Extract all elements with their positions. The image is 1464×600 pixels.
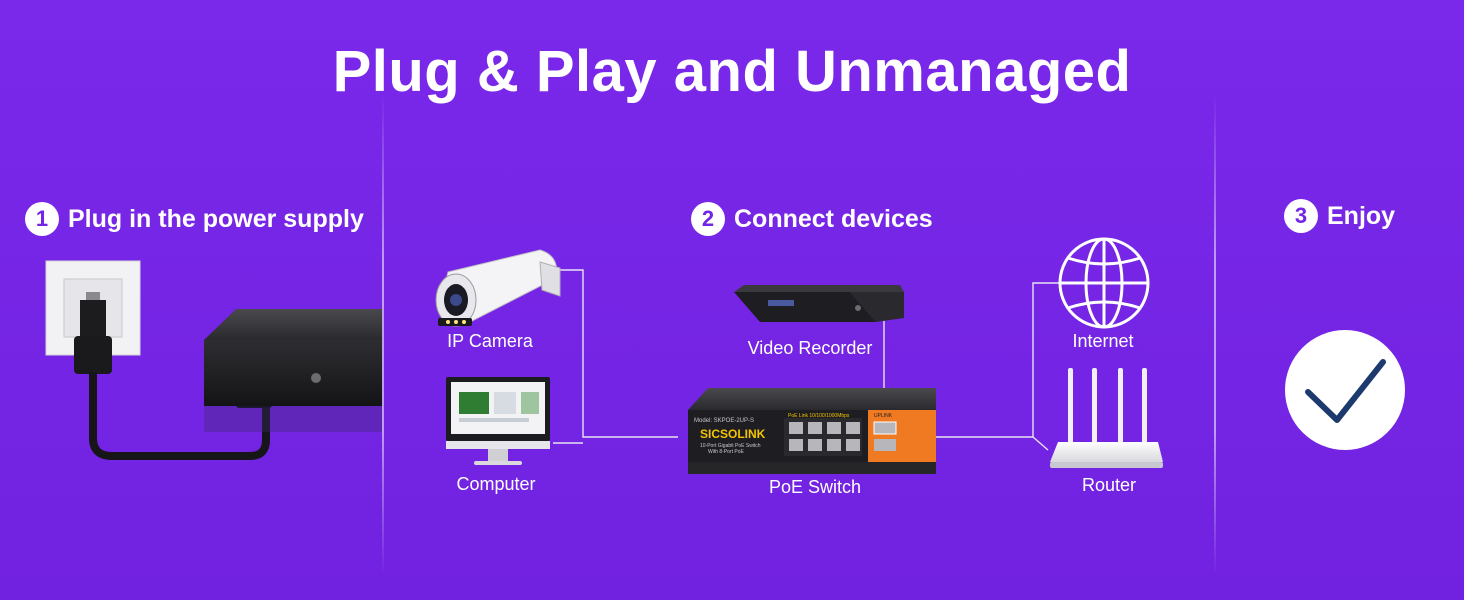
step-1-label: Plug in the power supply bbox=[68, 204, 364, 233]
router-icon bbox=[1050, 368, 1163, 468]
globe-icon bbox=[1058, 237, 1150, 329]
switch-model-text: Model: SKPOE-2UP-S bbox=[694, 418, 754, 424]
step-2-label: Connect devices bbox=[734, 204, 933, 233]
switch-brand-text: SICSOLINK bbox=[700, 427, 766, 441]
internet-label: Internet bbox=[1072, 331, 1134, 351]
checkmark-icon bbox=[1285, 330, 1405, 450]
step-3-number-badge: 3 bbox=[1284, 199, 1318, 233]
router-label: Router bbox=[1081, 475, 1137, 495]
step-1-number-badge: 1 bbox=[25, 202, 59, 236]
step-3-heading: 3 Enjoy bbox=[1284, 199, 1395, 233]
switch-uplink-label: UPLINK bbox=[874, 413, 893, 419]
step-1-heading: 1 Plug in the power supply bbox=[25, 202, 364, 236]
step-2-number-badge: 2 bbox=[691, 202, 725, 236]
switch-side-view-icon bbox=[204, 309, 382, 432]
poe-switch-icon: Model: SKPOE-2UP-S SICSOLINK 10-Port Gig… bbox=[688, 388, 936, 474]
switch-desc-line-1: 10-Port Gigabit PoE Switch bbox=[700, 443, 761, 449]
video-recorder-label: Video Recorder bbox=[747, 338, 873, 358]
section-divider-right bbox=[1214, 95, 1216, 575]
computer-icon bbox=[446, 377, 550, 465]
poe-switch-label: PoE Switch bbox=[768, 477, 862, 497]
ip-camera-label: IP Camera bbox=[447, 331, 533, 351]
step-2-heading: 2 Connect devices bbox=[691, 202, 933, 236]
video-recorder-icon bbox=[734, 285, 904, 322]
section-divider-left bbox=[382, 95, 384, 575]
computer-label: Computer bbox=[456, 474, 536, 494]
switch-desc-line-2: With 8-Port PoE bbox=[708, 449, 745, 455]
step-3-label: Enjoy bbox=[1327, 201, 1396, 230]
switch-port-label: PoE Link 10/100/1000Mbps bbox=[788, 413, 850, 419]
ip-camera-icon bbox=[435, 249, 561, 327]
page-title: Plug & Play and Unmanaged bbox=[332, 39, 1132, 104]
